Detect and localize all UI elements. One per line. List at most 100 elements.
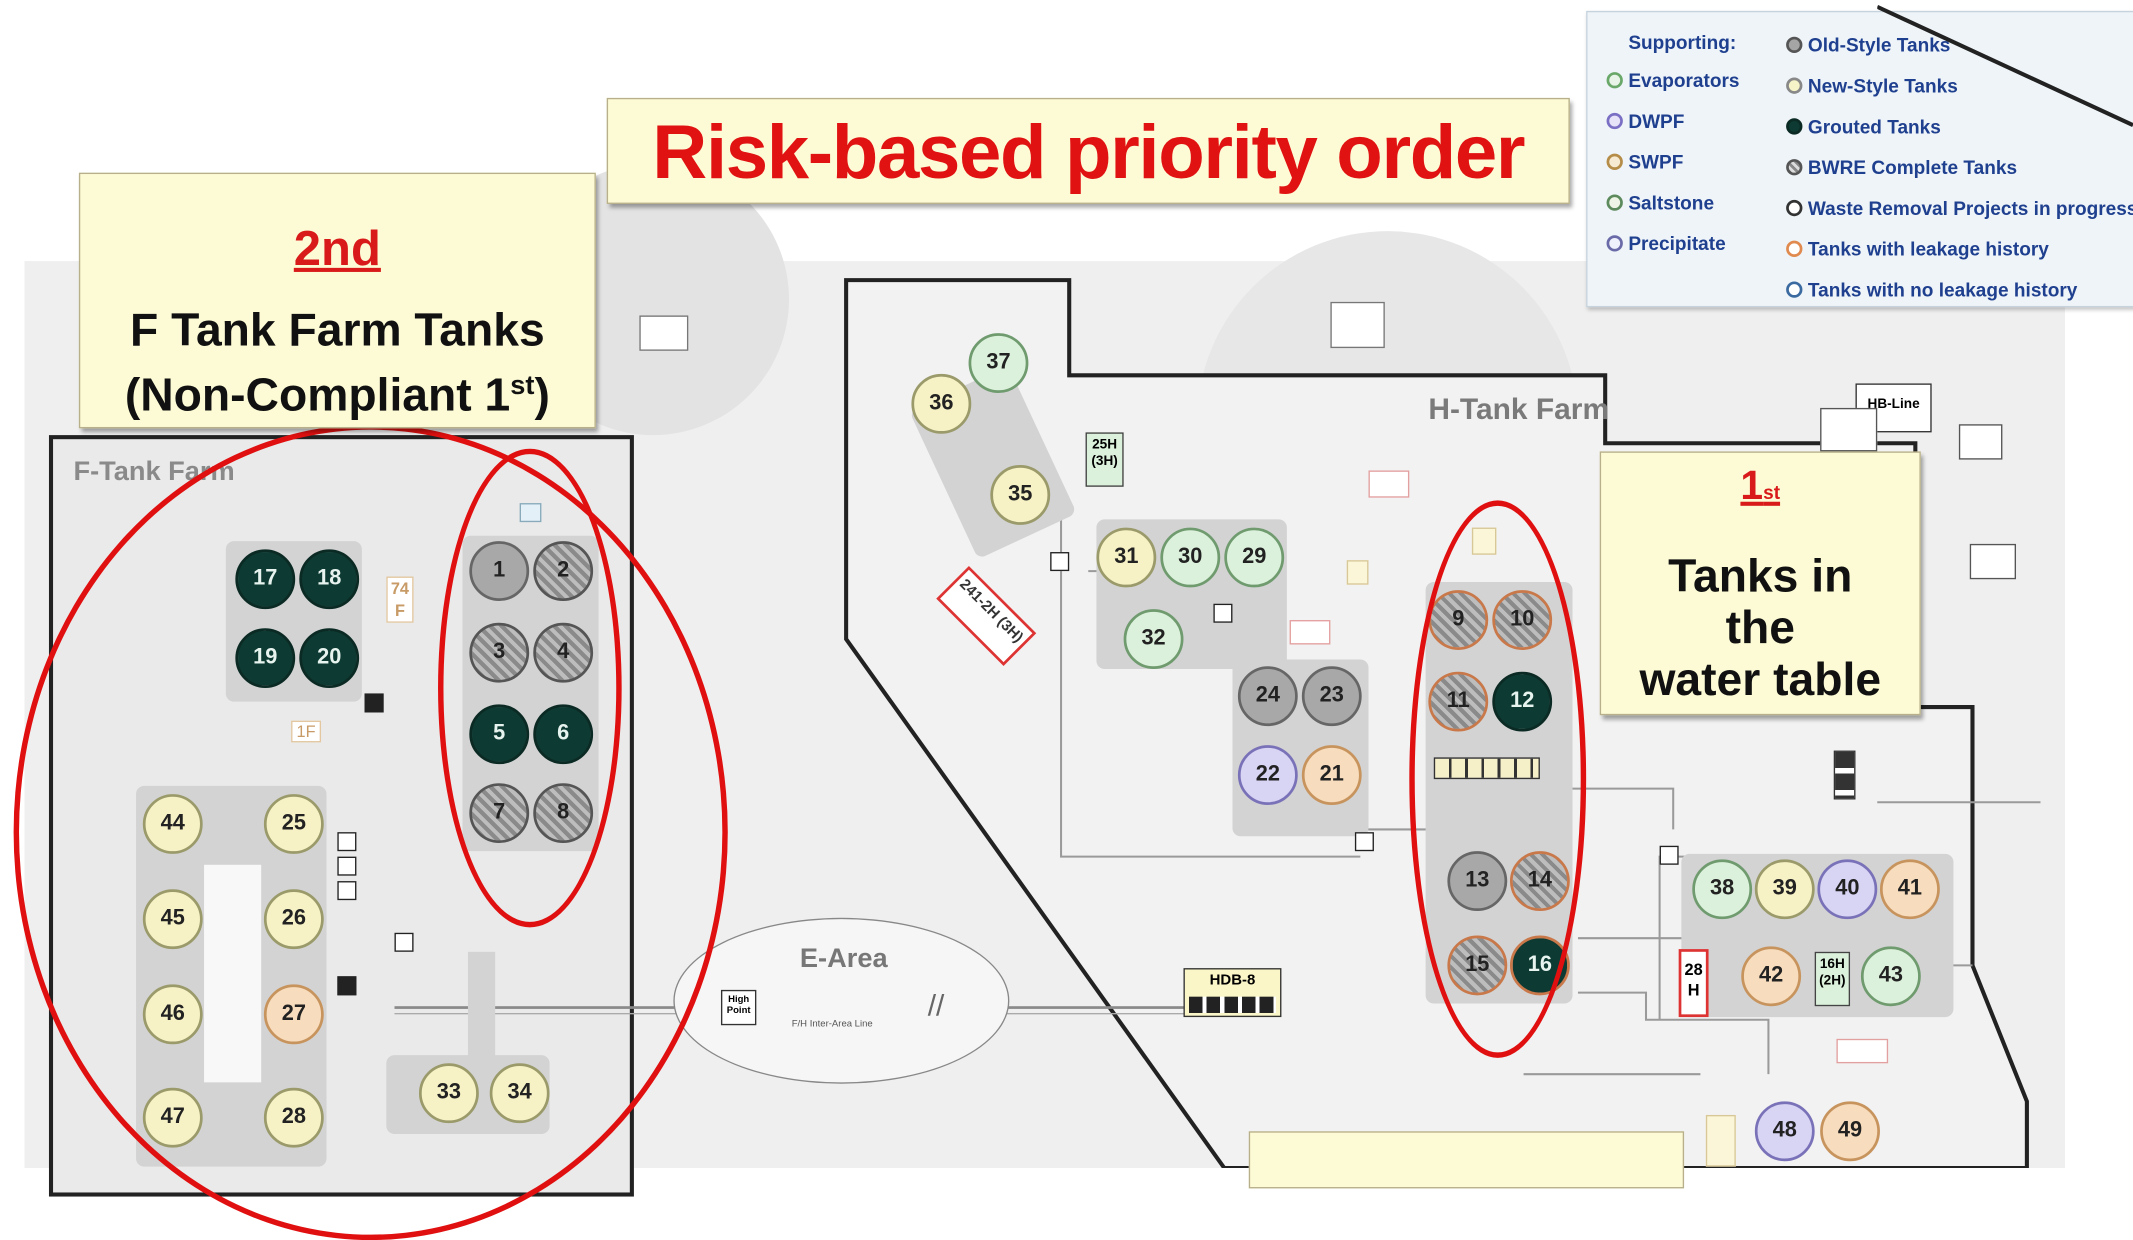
second-line2-prefix: (Non-Compliant 1 <box>124 369 511 422</box>
h-small-pink-1 <box>1368 470 1410 498</box>
legend-corner-line <box>1877 4 2133 127</box>
legend-new-style: New-Style Tanks <box>1786 75 1958 97</box>
high-point-box: High Point <box>720 989 757 1026</box>
title-callout: Risk-based priority order <box>606 97 1570 204</box>
old-style-swatch-icon <box>1786 36 1803 54</box>
label-28h: 28 H <box>1678 949 1709 1018</box>
legend-leakage: Tanks with leakage history <box>1786 238 2049 260</box>
priority-ellipse-h-water <box>1409 500 1587 1058</box>
hdb8-valves <box>1188 996 1276 1013</box>
tank-29: 29 <box>1224 527 1285 588</box>
legend-no-leakage-label: Tanks with no leakage history <box>1807 278 2078 301</box>
pipe-break: // <box>927 988 945 1023</box>
tank-22: 22 <box>1237 745 1298 805</box>
legend-panel: Supporting: Evaporators DWPF SWPF Saltst… <box>1586 10 2133 308</box>
h-building-2 <box>1958 424 2003 460</box>
h-valve-column <box>1833 750 1856 800</box>
tank-38: 38 <box>1692 859 1753 920</box>
valve-box-h6 <box>1050 552 1070 572</box>
legend-waste-removal: Waste Removal Projects in progress <box>1786 197 2133 219</box>
tank-30: 30 <box>1160 527 1221 588</box>
tank-35: 35 <box>990 465 1051 525</box>
first-line2: the <box>1725 602 1795 655</box>
waste-removal-swatch-icon <box>1786 199 1803 217</box>
valve-box-h7 <box>1659 845 1679 865</box>
first-rank: 1st <box>1601 464 1919 510</box>
evaporators-swatch-icon <box>1606 72 1623 89</box>
first-line3: water table <box>1639 654 1882 706</box>
swpf-swatch-icon <box>1606 153 1623 170</box>
legend-old-style-label: Old-Style Tanks <box>1807 33 1951 56</box>
new-style-swatch-icon <box>1786 77 1803 94</box>
first-rank-sup: st <box>1763 481 1781 504</box>
second-line2-sup: st <box>510 370 535 401</box>
no-leakage-swatch-icon <box>1786 281 1803 298</box>
legend-saltstone-label: Saltstone <box>1628 191 1715 214</box>
second-line2-suffix: ) <box>534 369 550 422</box>
legend-bwre-label: BWRE Complete Tanks <box>1807 156 2018 179</box>
callout-second-priority: 2nd F Tank Farm Tanks (Non-Compliant 1st… <box>78 172 596 429</box>
h-small-tan <box>1346 560 1369 585</box>
legend-precipitate-label: Precipitate <box>1628 232 1726 255</box>
e-area-label: E-Area <box>799 943 888 974</box>
h-building-rbof <box>1330 301 1385 349</box>
tank-21: 21 <box>1301 745 1362 805</box>
tank-37: 37 <box>968 333 1029 393</box>
valve-box-h5 <box>1354 832 1374 852</box>
f-building-1 <box>639 315 689 351</box>
h-small-pink-2 <box>1289 620 1331 645</box>
h-tan-box-south <box>1705 1114 1736 1167</box>
legend-grouted-label: Grouted Tanks <box>1807 115 1941 138</box>
tank-42: 42 <box>1741 946 1802 1007</box>
second-line1: F Tank Farm Tanks <box>130 304 545 357</box>
first-line1: Tanks in <box>1668 550 1853 603</box>
tank-40: 40 <box>1817 859 1878 920</box>
legend-new-style-label: New-Style Tanks <box>1807 74 1958 97</box>
precipitate-swatch-icon <box>1606 235 1623 252</box>
legend-no-leakage: Tanks with no leakage history <box>1786 278 2078 301</box>
leakage-swatch-icon <box>1786 240 1803 257</box>
tank-31: 31 <box>1096 527 1157 588</box>
valve-box-h4 <box>1213 603 1233 623</box>
legend-precipitate: Precipitate <box>1606 232 1726 255</box>
bottom-callout-partial <box>1248 1131 1685 1189</box>
legend-bwre: BWRE Complete Tanks <box>1786 156 2017 178</box>
callout-first-priority: 1st Tanks in the water table <box>1599 451 1921 716</box>
label-25h: 25H (3H) <box>1085 432 1124 487</box>
hdb8-label: HDB-8 <box>1209 972 1256 989</box>
h-tank-farm-label: H-Tank Farm <box>1428 391 1610 426</box>
grouted-swatch-icon <box>1786 118 1803 135</box>
second-rank: 2nd <box>293 220 381 277</box>
tank-48: 48 <box>1754 1101 1815 1162</box>
legend-evaporators: Evaporators <box>1606 69 1740 92</box>
hb-line-label: HB-Line <box>1867 397 1920 412</box>
bwre-swatch-icon <box>1786 159 1803 176</box>
hdb8-box: HDB-8 <box>1183 968 1282 1018</box>
tank-24: 24 <box>1237 666 1298 727</box>
label-16h: 16H (2H) <box>1814 951 1851 1007</box>
h-pink-box-east <box>1836 1038 1889 1064</box>
tank-32: 32 <box>1123 609 1184 669</box>
legend-waste-removal-label: Waste Removal Projects in progress <box>1807 197 2133 219</box>
tank-43: 43 <box>1860 946 1921 1007</box>
page-title: Risk-based priority order <box>652 108 1525 195</box>
fh-line-label: F/H Inter-Area Line <box>791 1019 873 1030</box>
legend-saltstone: Saltstone <box>1606 191 1715 214</box>
legend-old-style: Old-Style Tanks <box>1786 34 1950 56</box>
tank-39: 39 <box>1754 859 1815 920</box>
legend-grouted: Grouted Tanks <box>1786 115 1941 138</box>
priority-ellipse-f-large <box>13 424 728 1240</box>
dwpf-swatch-icon <box>1606 112 1623 130</box>
first-rank-number: 1 <box>1740 463 1764 509</box>
h-canyon-building <box>1820 407 1878 452</box>
diagram-stage: F-Tank Farm H-Tank Farm E-Area F/H Inter… <box>13 4 2133 1240</box>
legend-supporting-header: Supporting: <box>1628 31 1737 54</box>
legend-evaporators-label: Evaporators <box>1628 69 1740 92</box>
priority-ellipse-f-old <box>438 448 622 928</box>
tank-49: 49 <box>1820 1101 1880 1162</box>
legend-swpf: SWPF <box>1606 151 1683 173</box>
legend-leakage-label: Tanks with leakage history <box>1807 237 2049 260</box>
second-line2: (Non-Compliant 1st) <box>80 370 594 423</box>
tank-41: 41 <box>1879 859 1940 920</box>
saltstone-swatch-icon <box>1606 194 1623 211</box>
